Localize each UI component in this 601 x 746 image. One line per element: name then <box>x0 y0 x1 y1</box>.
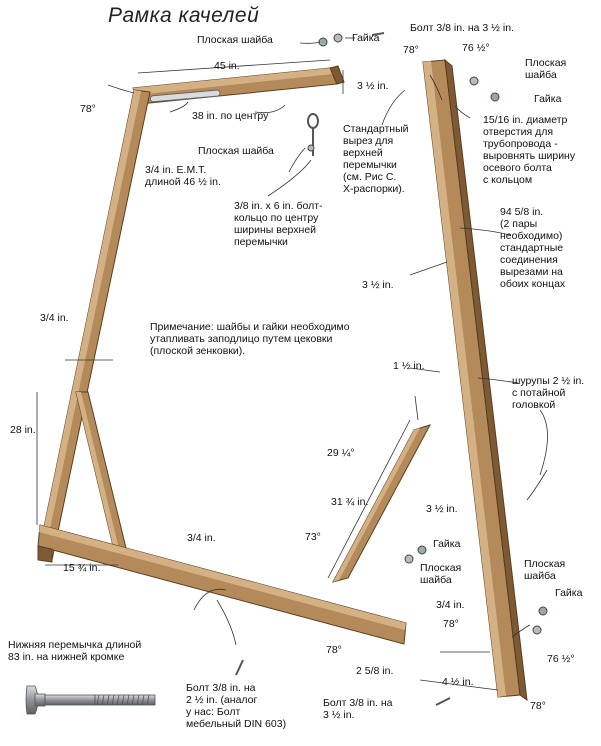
nut-top-label: Гайка <box>352 32 380 44</box>
dim-3-5-mid-label: 3 ½ in. <box>362 279 394 291</box>
carriage-bolt-icon <box>25 685 156 715</box>
dim-45-label: 45 in. <box>214 60 240 72</box>
dimension-lines <box>36 59 499 691</box>
eye-bolt <box>307 113 319 156</box>
nut-bottom-label: Гайка <box>433 538 461 550</box>
dim-31-label: 31 ¾ in. <box>331 496 369 508</box>
dim-3-4-br-label: 3/4 in. <box>436 599 465 611</box>
angle-29-label: 29 ¼° <box>327 447 355 459</box>
dim-2-5-label: 2 5/8 in. <box>356 665 394 677</box>
angle-78-top-label: 78° <box>403 44 419 56</box>
leader-lines <box>107 37 548 646</box>
left-front-leg <box>37 89 151 561</box>
angle-78-br-label: 78° <box>443 618 459 630</box>
flat-washer-top-label: Плоская шайба <box>197 34 273 46</box>
angle-73-label: 73° <box>305 531 321 543</box>
page-title: Рамка качелей <box>108 4 260 27</box>
eyebolt-label: 3/8 in. x 6 in. болт- кольцо по центру ш… <box>234 200 323 248</box>
bolt-top-label: Болт 3/8 in. на 3 ½ in. <box>410 22 514 34</box>
bottom-beam-label: Нижняя перемычка длиной 83 in. на нижней… <box>8 639 142 663</box>
note-label: Примечание: шайбы и гайки необходимо ута… <box>150 321 350 357</box>
dim-4-5-label: 4 ½ in. <box>442 676 474 688</box>
bolt-bottom-right-label: Болт 3/8 in. на 3 ½ in. <box>323 697 393 721</box>
cross-brace-piece <box>332 424 432 583</box>
nut-right-label: Гайка <box>534 93 562 105</box>
hardware <box>235 32 548 706</box>
nut-br-label: Гайка <box>555 587 583 599</box>
angle-78-bottom-right-label: 78° <box>530 700 546 712</box>
bolt-bottom-label: Болт 3/8 in. на 2 ½ in. (аналог у нас: Б… <box>186 682 287 730</box>
dim-3-5-brace-label: 3 ½ in. <box>426 503 458 515</box>
dim-3-5-top-label: 3 ½ in. <box>357 80 389 92</box>
dim-28-label: 28 in. <box>10 424 36 436</box>
angle-76-top-label: 76 ½° <box>462 42 490 54</box>
emt-pipe <box>149 89 221 103</box>
flat-washer-br-label: Плоская шайба <box>524 558 566 582</box>
standard-cut-label: Стандартный вырез для верхней перемычки … <box>343 123 409 195</box>
bottom-beam <box>37 524 407 645</box>
legs-label: 94 5/8 in. (2 пары необходимо) стандартн… <box>500 206 566 290</box>
angle-78-left-label: 78° <box>80 103 96 115</box>
angle-78-bottom-label: 78° <box>326 644 342 656</box>
dim-15-label: 15 ¾ in. <box>63 562 101 574</box>
left-brace-leg <box>75 391 127 551</box>
emt-pipe-label: 3/4 in. E.M.T. длиной 46 ½ in. <box>145 164 221 188</box>
center-38-label: 38 in. по центру <box>192 110 269 122</box>
flat-washer-right-label: Плоская шайба <box>525 57 567 81</box>
dim-3-4-bottom-label: 3/4 in. <box>187 532 216 544</box>
angle-76-br-label: 76 ½° <box>547 653 575 665</box>
screws-label: шурупы 2 ½ in. с потайной головкой <box>512 375 585 411</box>
right-rear-leg <box>422 58 528 702</box>
flat-washer-mid-label: Плоская шайба <box>198 145 274 157</box>
dim-1-5-label: 1 ½ in. <box>393 360 425 372</box>
dim-3-4-left-label: 3/4 in. <box>40 312 69 324</box>
flat-washer-bottom-label: Плоская шайба <box>420 562 462 586</box>
hole-label: 15/16 in. диаметр отверстия для трубопро… <box>483 114 576 186</box>
